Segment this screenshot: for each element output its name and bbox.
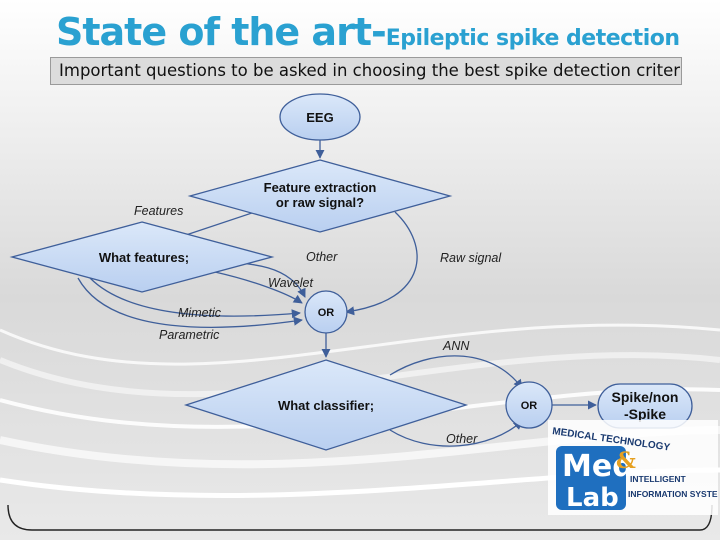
logo-line2: INFORMATION SYSTEMS bbox=[628, 489, 718, 499]
node-or2: OR bbox=[505, 381, 553, 429]
edge-label-wavelet: Wavelet bbox=[268, 276, 313, 290]
edge-mimetic bbox=[89, 277, 301, 319]
ampersand-icon: & bbox=[616, 448, 636, 474]
node-or1-label: OR bbox=[318, 307, 335, 319]
edge-label-features: Features bbox=[134, 204, 183, 218]
node-what-classifier: What classifier; bbox=[183, 359, 469, 451]
title-sub: Epileptic spike detection bbox=[385, 26, 680, 51]
edge-wavelet bbox=[214, 271, 303, 304]
edge-ann bbox=[389, 355, 523, 389]
node-or2-label: OR bbox=[521, 400, 538, 412]
edge-label-other1: Other bbox=[306, 250, 338, 264]
edge-label-mimetic: Mimetic bbox=[178, 306, 222, 320]
logo-line1: INTELLIGENT bbox=[630, 474, 687, 484]
node-what-features-label: What features; bbox=[99, 250, 189, 265]
node-feature-extraction: Feature extraction or raw signal? bbox=[187, 159, 453, 233]
node-eeg-label: EEG bbox=[306, 110, 333, 125]
node-eeg: EEG bbox=[279, 93, 361, 141]
node-what-classifier-label: What classifier; bbox=[278, 398, 374, 413]
node-output-line2: -Spike bbox=[624, 406, 666, 422]
node-feature-extraction-line1: Feature extraction bbox=[264, 180, 377, 195]
logo-mark-bottom: Lab bbox=[566, 483, 619, 513]
edge-label-ann: ANN bbox=[442, 339, 470, 353]
medlab-logo: MEDICAL TECHNOLOGY Med Lab & INTELLIGENT… bbox=[548, 420, 718, 515]
edge-raw-signal bbox=[345, 211, 418, 316]
slide-title: State of the art-Epileptic spike detecti… bbox=[56, 10, 680, 54]
title-main: State of the art- bbox=[56, 10, 387, 54]
edge-label-parametric: Parametric bbox=[159, 328, 220, 342]
edge-other2 bbox=[389, 420, 523, 447]
node-or1: OR bbox=[304, 290, 348, 334]
node-output: Spike/non -Spike bbox=[597, 383, 693, 429]
edge-parametric bbox=[77, 277, 303, 328]
node-what-features: What features; bbox=[9, 221, 275, 293]
node-feature-extraction-line2: or raw signal? bbox=[276, 195, 364, 210]
logo-mark-top: Med bbox=[562, 449, 634, 484]
subtitle-box: Important questions to be asked in choos… bbox=[50, 57, 682, 85]
edge-label-raw-signal: Raw signal bbox=[440, 251, 502, 265]
edge-label-other2: Other bbox=[446, 432, 478, 446]
node-output-line1: Spike/non bbox=[612, 389, 679, 405]
